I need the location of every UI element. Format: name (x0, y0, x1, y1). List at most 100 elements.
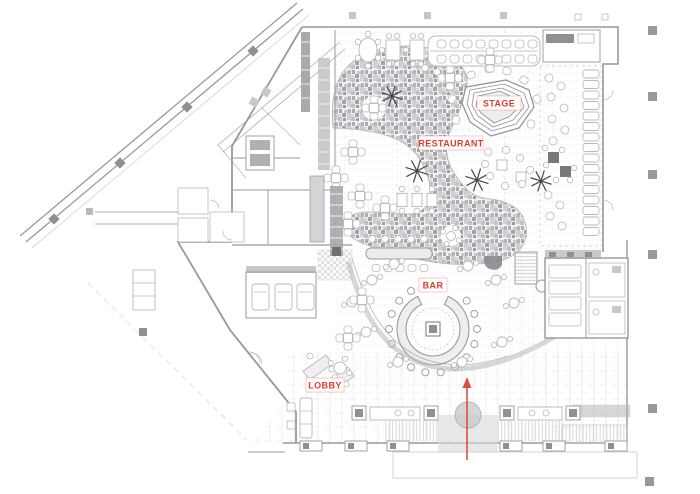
chair (389, 203, 398, 213)
bar-stool (473, 325, 481, 333)
booth-seat (582, 132, 600, 142)
millwork-cabinet (132, 269, 156, 311)
structural-column (648, 404, 657, 413)
dining-table (426, 193, 438, 207)
stage-label-text: STAGE (483, 99, 515, 109)
palm-frond (472, 181, 478, 192)
chair (454, 73, 463, 83)
chair (340, 301, 347, 308)
table-4top (357, 295, 367, 305)
palm-trunk (539, 179, 543, 183)
restaurant-label: RESTAURANT (418, 135, 483, 151)
chair (532, 94, 542, 104)
chair (466, 355, 473, 362)
chair (374, 38, 382, 46)
bar-counter (396, 295, 470, 366)
cocktail-table (496, 159, 508, 171)
chair (378, 103, 387, 113)
reception-desk (302, 354, 333, 381)
chair (421, 64, 429, 72)
chair (413, 185, 421, 193)
wc-fixture (592, 308, 600, 316)
kitchen-equipment (309, 175, 325, 243)
chair (369, 95, 379, 104)
table-4top (380, 203, 390, 213)
chair (559, 103, 569, 113)
chair (490, 341, 497, 348)
booth-seat (582, 143, 600, 152)
chair (566, 176, 574, 184)
palm-frond (465, 175, 476, 181)
structural-column (648, 250, 657, 259)
kitchen-equipment (301, 32, 310, 112)
bar-stool (407, 363, 415, 372)
chair (419, 264, 429, 272)
chair (428, 207, 436, 215)
restroom-stall (548, 264, 582, 279)
chair (485, 47, 495, 56)
palm-frond (418, 164, 428, 171)
palm-frond (478, 173, 488, 180)
chair (354, 54, 362, 62)
chair (398, 207, 406, 215)
palm-trunk (415, 169, 419, 173)
booth-seat (527, 54, 538, 64)
booth-seat (449, 39, 460, 49)
palm-frond (388, 97, 393, 107)
entry-arrow (462, 377, 472, 460)
booth-seat (436, 54, 447, 64)
chair (357, 287, 367, 296)
chair (343, 325, 353, 334)
chair (452, 225, 459, 232)
grand-piano (483, 256, 502, 270)
chair (420, 235, 428, 243)
chair (323, 173, 332, 183)
chair (528, 409, 536, 417)
chair (393, 61, 400, 68)
wc-fixture (612, 306, 621, 313)
recliner-chair (274, 283, 293, 311)
chair (349, 295, 358, 305)
chair (456, 265, 463, 272)
palm-frond (410, 160, 417, 170)
chair (378, 47, 385, 54)
booth-seat (582, 164, 600, 173)
revolving-door-icon (454, 401, 482, 429)
service-room (209, 211, 245, 243)
wc-fixture (612, 266, 621, 273)
planter (390, 443, 396, 449)
door-swing (602, 89, 614, 101)
palm-plant-icon (405, 159, 429, 183)
entry-mat (498, 421, 563, 441)
structural-column (349, 12, 356, 19)
booth-seat (582, 153, 600, 163)
door-swing (222, 230, 233, 241)
stage-platform (471, 87, 525, 128)
chair (393, 33, 400, 40)
booth-seat (582, 195, 600, 205)
palm-frond (535, 170, 541, 180)
palm-frond (537, 182, 542, 192)
chair (417, 33, 424, 40)
chair (343, 228, 353, 237)
banquette (365, 247, 433, 260)
chair (502, 66, 512, 76)
chair (357, 147, 366, 157)
chair (385, 33, 392, 40)
booth-seat (582, 206, 600, 215)
palm-frond (391, 85, 396, 95)
lobby-label: LOBBY (305, 377, 345, 393)
cocktail-table (366, 274, 378, 286)
chair (560, 125, 570, 135)
bar-stool (407, 286, 415, 295)
palm-frond (542, 180, 552, 185)
bar-stool (421, 368, 430, 377)
bar-stool (385, 325, 393, 333)
dining-table (358, 37, 378, 63)
cocktail-table (490, 274, 502, 286)
bar-label: BAR (418, 277, 448, 293)
booth-seat (582, 216, 600, 226)
table-4top (369, 103, 379, 113)
round-table (446, 231, 456, 241)
